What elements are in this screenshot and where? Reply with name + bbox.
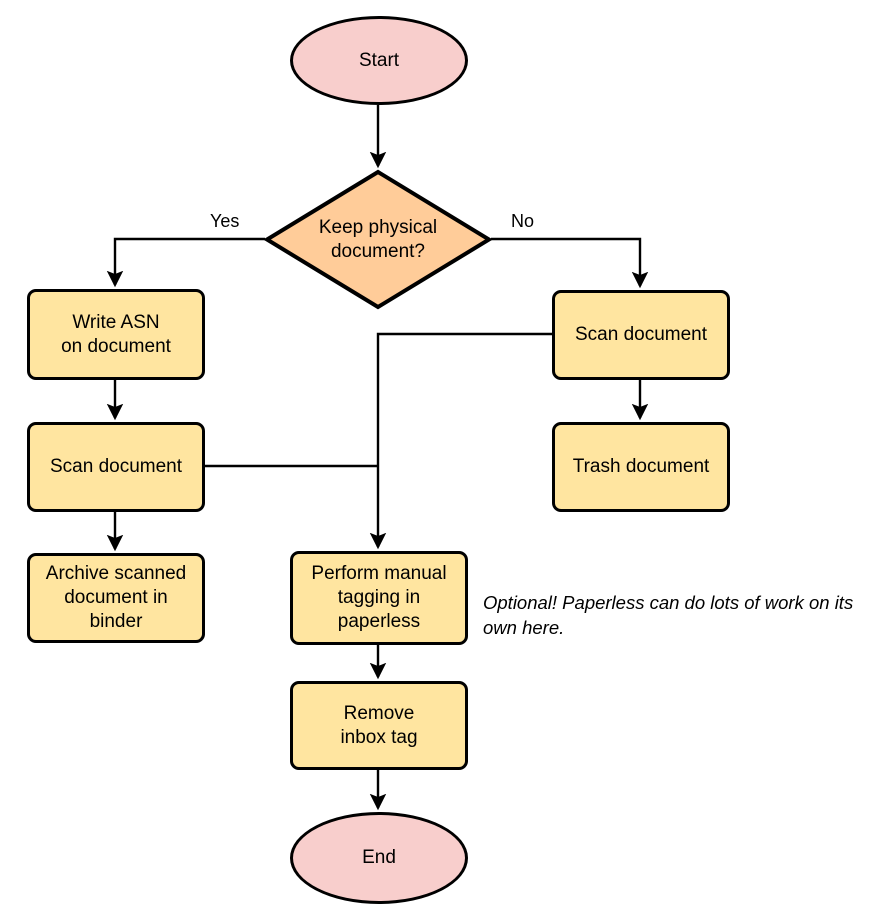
node-trash-document[interactable]: Trash document [552, 422, 730, 512]
node-start-label: Start [358, 49, 400, 71]
edge-label-yes: Yes [210, 211, 240, 231]
node-end[interactable]: End [290, 812, 468, 904]
edge-decision-yes-to-write-asn [106, 237, 265, 288]
node-start[interactable]: Start [290, 16, 468, 105]
node-archive-scanned-document[interactable]: Archive scanned document in binder [27, 553, 205, 643]
node-decision-keep-physical-document[interactable]: Keep physical document? [264, 169, 492, 310]
node-perform-manual-tagging[interactable]: Perform manual tagging in paperless [290, 551, 468, 645]
node-remove-inbox-tag[interactable]: Remove inbox tag [290, 681, 468, 770]
node-perform-manual-tagging-label: Perform manual tagging in paperless [311, 563, 447, 632]
node-write-asn-label: Write ASN on document [61, 311, 171, 357]
node-scan-document-right-label: Scan document [574, 324, 708, 345]
node-remove-inbox-tag-label: Remove inbox tag [340, 702, 418, 748]
node-scan-document-left[interactable]: Scan document [27, 422, 205, 512]
node-write-asn-on-document[interactable]: Write ASN on document [27, 289, 205, 380]
node-scan-document-right[interactable]: Scan document [552, 290, 730, 380]
node-decision-label: Keep physical document? [318, 216, 438, 262]
node-archive-label: Archive scanned document in binder [45, 563, 187, 632]
edge-scan-right-to-tagging [369, 332, 552, 550]
edge-label-no: No [511, 211, 535, 231]
node-end-label: End [362, 847, 396, 868]
edge-decision-no-to-scan-right [491, 237, 649, 289]
node-trash-document-label: Trash document [572, 456, 710, 477]
note-optional-paperless: Optional! Paperless can do lots of work … [483, 592, 854, 638]
diamond-shape [264, 169, 492, 310]
node-scan-document-left-label: Scan document [49, 456, 183, 477]
